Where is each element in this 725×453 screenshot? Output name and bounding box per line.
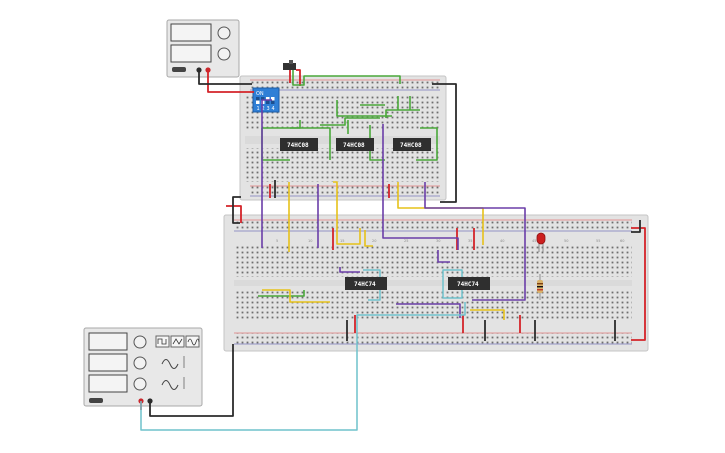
- chip-label: 74HC74: [354, 281, 376, 288]
- dip-position-1: 1: [257, 106, 260, 112]
- chip-and-gate-1[interactable]: 74HC08: [280, 138, 318, 151]
- svg-text:45: 45: [532, 239, 536, 243]
- sine-wave-icon: [161, 359, 179, 369]
- dip-position-2: 2: [262, 106, 265, 112]
- slide-switch[interactable]: [283, 60, 296, 70]
- function-generator[interactable]: [83, 327, 203, 407]
- dip-position-3: 3: [267, 106, 270, 112]
- breadboard-column-markers: 5 10 15 20 25 30 35 40 45 50 55 60: [276, 239, 624, 243]
- resistor[interactable]: [537, 274, 543, 300]
- led[interactable]: [536, 232, 546, 252]
- dip-position-4: 4: [272, 106, 275, 112]
- power-supply-top[interactable]: [166, 19, 240, 78]
- wires-black: [149, 70, 641, 417]
- chip-label: 74HC08: [400, 142, 422, 149]
- svg-text:5: 5: [276, 239, 278, 243]
- sine-wave-amplitude-icon: [161, 380, 179, 390]
- triangle-wave-button[interactable]: [170, 335, 185, 348]
- sine-wave-button[interactable]: [185, 335, 200, 348]
- wires-red: [140, 69, 646, 410]
- svg-text:10: 10: [308, 239, 312, 243]
- svg-text:60: 60: [620, 239, 624, 243]
- svg-text:30: 30: [436, 239, 440, 243]
- svg-text:40: 40: [500, 239, 504, 243]
- wires-purple: [261, 99, 526, 318]
- dip-switch-on-label: ON: [256, 91, 264, 97]
- chip-label: 74HC74: [457, 281, 479, 288]
- chip-and-gate-2[interactable]: 74HC08: [336, 138, 374, 151]
- square-wave-button[interactable]: [155, 335, 170, 348]
- svg-text:15: 15: [340, 239, 344, 243]
- breadboard-bottom[interactable]: [223, 214, 649, 352]
- chip-flip-flop-2[interactable]: 74HC74: [448, 277, 490, 290]
- chip-label: 74HC08: [287, 142, 309, 149]
- svg-text:50: 50: [564, 239, 568, 243]
- chip-and-gate-3[interactable]: 74HC08: [393, 138, 431, 151]
- chip-label: 74HC08: [343, 142, 365, 149]
- svg-text:25: 25: [404, 239, 408, 243]
- svg-text:55: 55: [596, 239, 600, 243]
- svg-text:20: 20: [372, 239, 376, 243]
- svg-text:35: 35: [468, 239, 472, 243]
- chip-flip-flop-1[interactable]: 74HC74: [345, 277, 387, 290]
